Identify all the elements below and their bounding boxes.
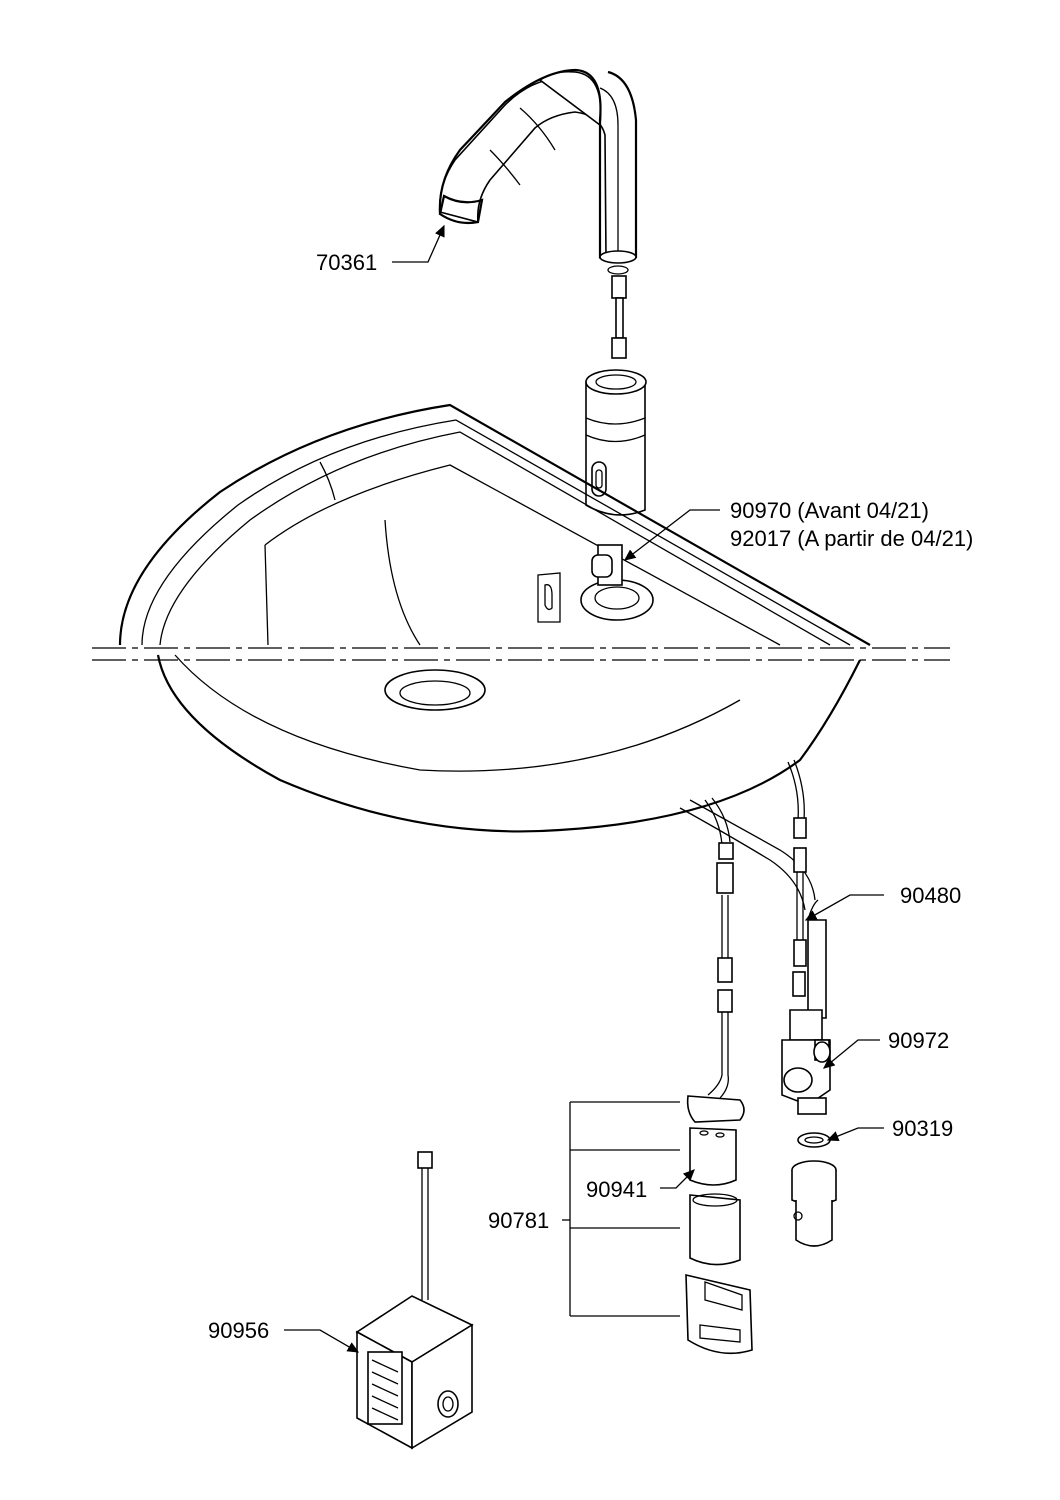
seal-drawing xyxy=(797,1132,831,1148)
part-label-90956: 90956 xyxy=(208,1318,270,1343)
part-label-92017: 92017 (A partir de 04/21) xyxy=(730,526,974,551)
power-supply-drawing xyxy=(355,1151,474,1450)
part-label-90319: 90319 xyxy=(892,1116,954,1141)
leader-lines xyxy=(284,224,884,1353)
part-label-90480: 90480 xyxy=(900,883,962,908)
fitting-drawing xyxy=(791,1160,837,1247)
part-label-70361: 70361 xyxy=(316,250,378,275)
basin-drawing xyxy=(118,403,871,833)
spout-drawing xyxy=(438,68,638,275)
part-label-90941: 90941 xyxy=(586,1177,648,1202)
connector-hose-drawing xyxy=(611,275,627,359)
battery-box-bracket xyxy=(562,1101,680,1317)
valve-drawing xyxy=(781,1009,831,1115)
part-label-90972: 90972 xyxy=(888,1028,950,1053)
mounting-block-drawing xyxy=(580,544,654,621)
sensor-body-drawing xyxy=(585,369,647,516)
part-label-90781: 90781 xyxy=(488,1208,550,1233)
battery-box-drawing xyxy=(685,1095,753,1355)
part-label-90970: 90970 (Avant 04/21) xyxy=(730,498,929,523)
cable-drawing xyxy=(679,759,827,1099)
